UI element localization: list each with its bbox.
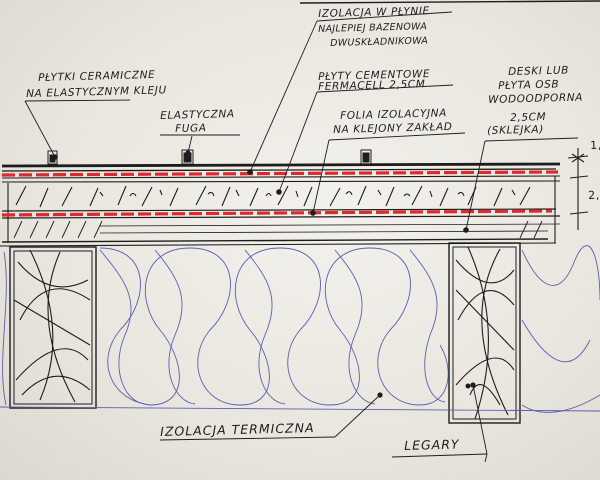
waterproofing-red-line <box>1 170 559 177</box>
label-joists: LEGARY <box>403 436 460 453</box>
subfloor-line-3: WODOODPORNA <box>488 91 584 106</box>
insulation-base-line <box>0 406 600 412</box>
dimension-bottom: 2, <box>587 188 600 202</box>
elastic-grout-line-1: ELASTYCZNA <box>160 108 235 122</box>
subfloor-line-4: 2,5CM <box>510 111 547 124</box>
subfloor-line-5: (SKLEJKA) <box>487 123 545 137</box>
header-line <box>299 0 600 4</box>
leader-lines <box>24 11 579 463</box>
waterproofing-line-3: DWUSKŁADNIKOWA <box>330 35 429 49</box>
elastic-grout-line-2: FUGA <box>175 122 207 135</box>
subfloor-hatch <box>13 220 543 239</box>
subfloor-line-1: DESKI LUB <box>508 64 570 78</box>
subfloor-line-2: PŁYTA OSB <box>498 78 560 92</box>
foil-red-line <box>1 209 553 217</box>
dimension-top: 1, <box>589 138 600 152</box>
dimension-marks <box>567 148 589 230</box>
cement-board-hatch <box>15 185 531 208</box>
joist-right <box>448 242 521 424</box>
leader-dots <box>52 150 476 398</box>
thermal-insulation-waves <box>2 245 600 413</box>
joist-left <box>9 246 97 409</box>
tile-joints <box>47 149 372 165</box>
floor-layers <box>0 162 561 247</box>
